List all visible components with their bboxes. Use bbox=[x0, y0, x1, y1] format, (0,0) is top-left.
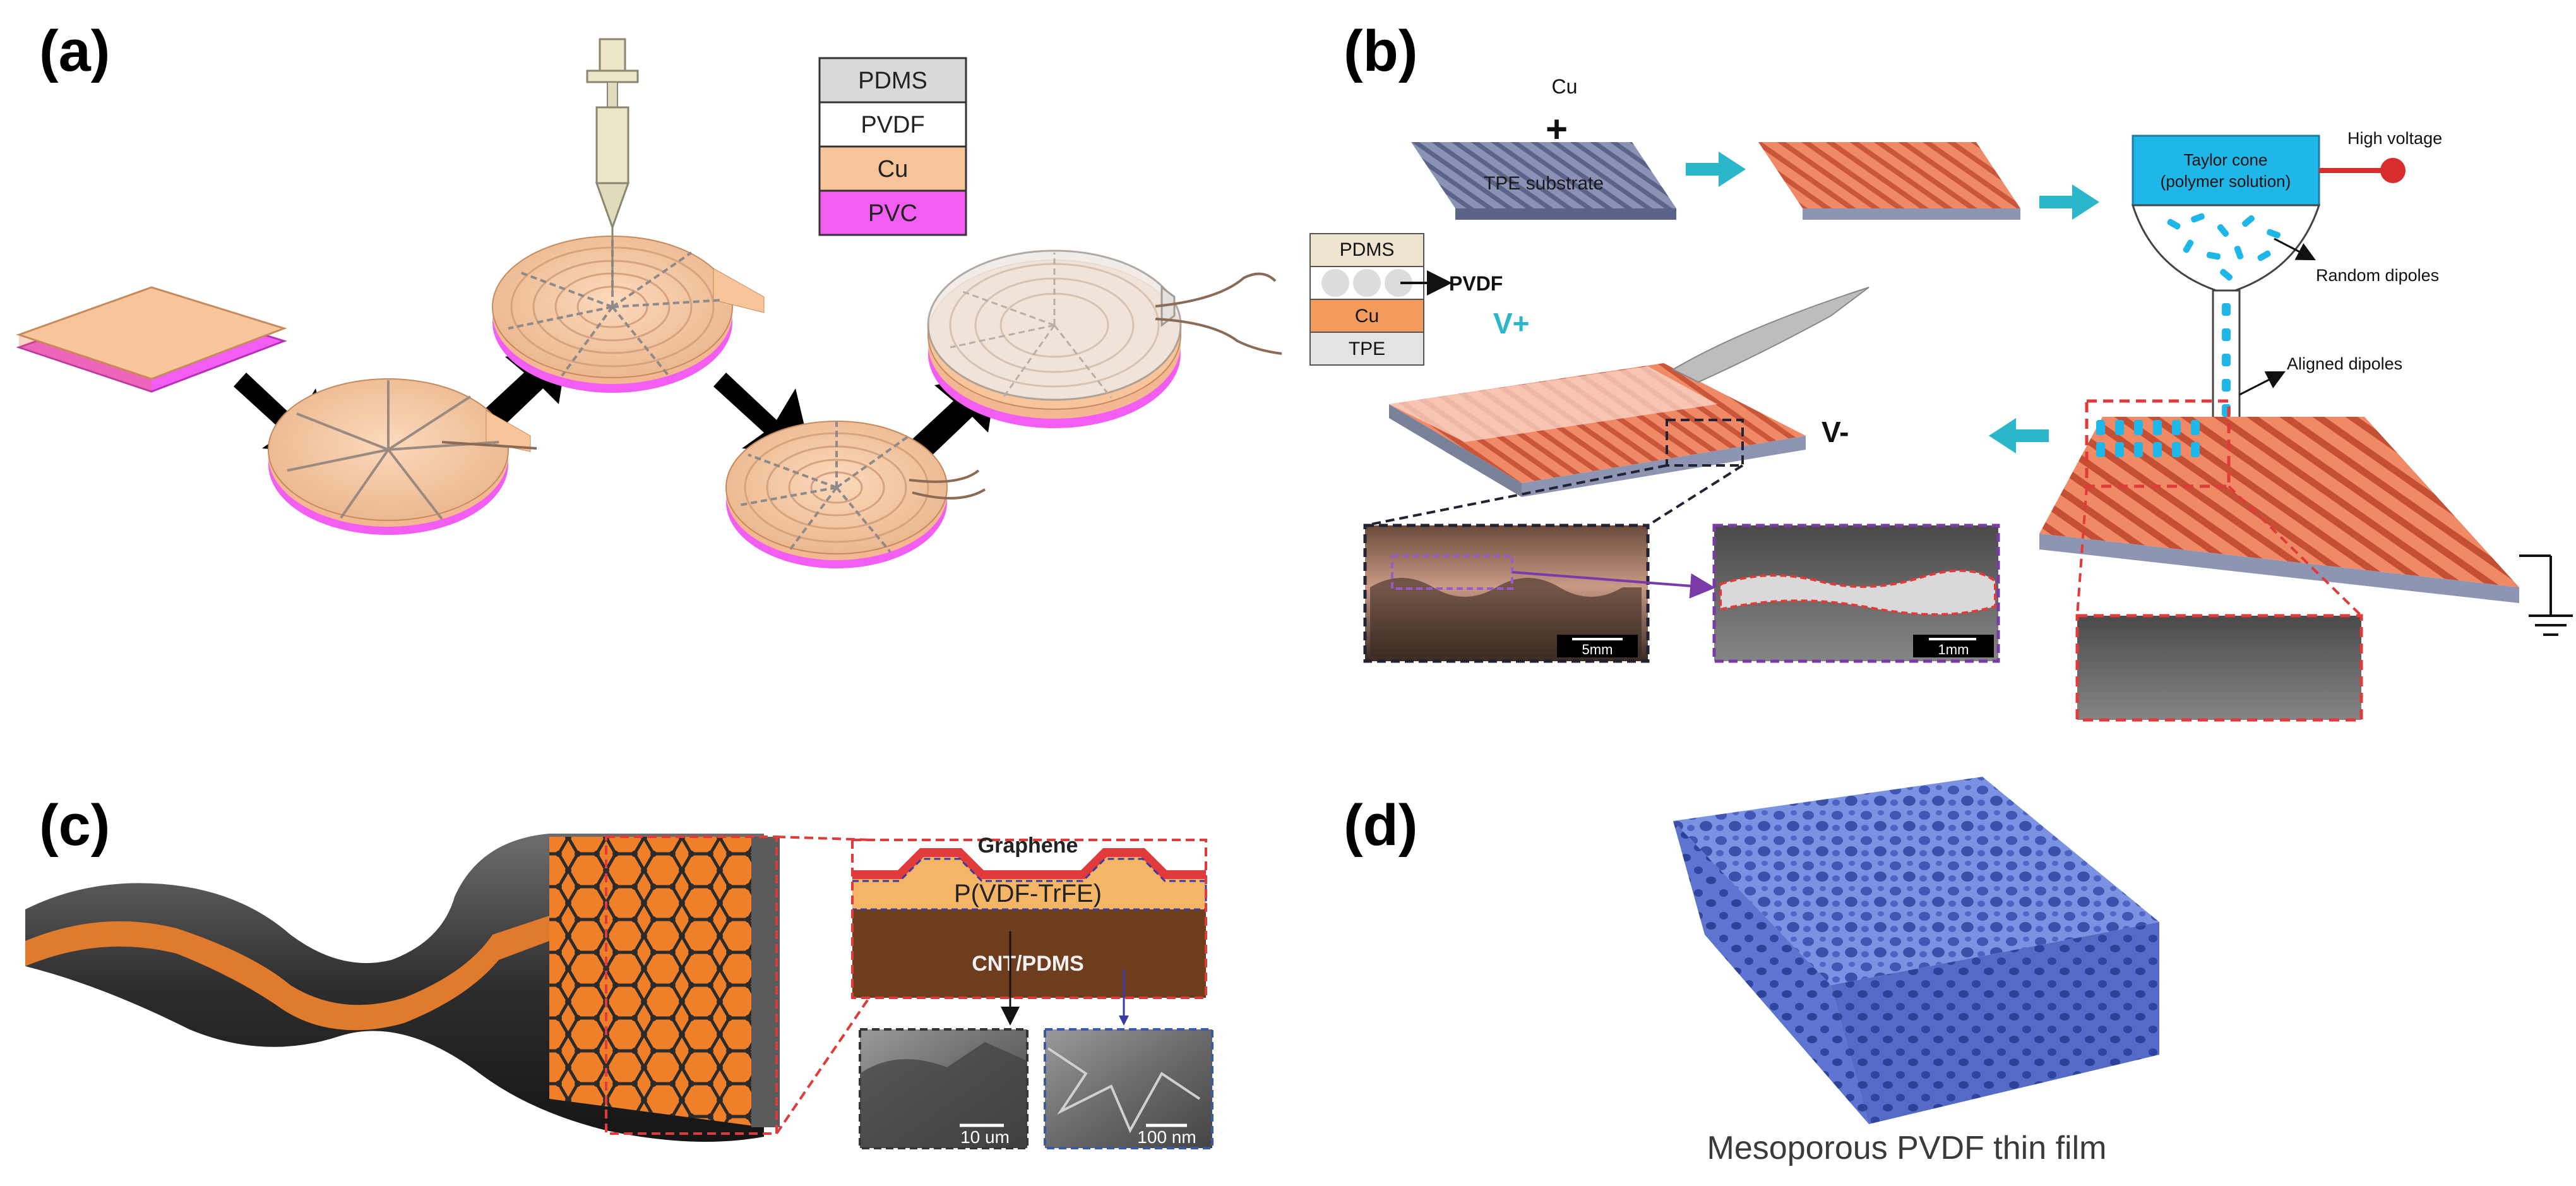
sem-inset-fibers bbox=[2075, 614, 2363, 722]
legend-cu: Cu bbox=[878, 156, 909, 183]
device-layer-stack: PDMS Cu TPE PVDF bbox=[1309, 233, 1503, 366]
panel-c-label: (c) bbox=[39, 793, 110, 858]
mesoporous-caption: Mesoporous PVDF thin film bbox=[1707, 1130, 2107, 1166]
panel-a-label: (a) bbox=[39, 19, 110, 83]
tpe-substrate-label: TPE substrate bbox=[1484, 173, 1604, 194]
panel-a: (a) PDMS PVDF Cu PVC bbox=[16, 19, 1282, 568]
polymer-solution-label: (polymer solution) bbox=[2161, 172, 2291, 191]
scale-1mm: 1mm bbox=[1938, 642, 1969, 657]
tpe-substrate: TPE substrate bbox=[1411, 142, 1676, 220]
stack-tpe: TPE bbox=[1349, 338, 1385, 359]
panel-c: (c) Graphene P(VDF-TrFE) CNT/PDMS bbox=[25, 793, 1213, 1149]
cross-section-diagram: Graphene P(VDF-TrFE) CNT/PDMS bbox=[851, 834, 1207, 1026]
flow-arrows bbox=[1686, 152, 2099, 453]
stack-pvdf-label: PVDF bbox=[1449, 272, 1503, 295]
syringe-icon bbox=[586, 38, 639, 291]
panel-b-label: (b) bbox=[1344, 19, 1417, 83]
aligned-dipoles-label: Aligned dipoles bbox=[2287, 354, 2402, 373]
stack-pdms: PDMS bbox=[1340, 239, 1395, 260]
scale-100nm: 100 nm bbox=[1137, 1127, 1196, 1147]
graphene-label: Graphene bbox=[978, 834, 1078, 858]
legend-pvdf: PVDF bbox=[861, 112, 924, 138]
grooved-collector bbox=[2039, 399, 2573, 722]
sem-insets-c: 10 um 100 nm bbox=[859, 1028, 1213, 1149]
flexible-sensor-illustration bbox=[25, 834, 873, 1142]
pvdf-trfe-label: P(VDF-TrFE) bbox=[954, 880, 1102, 907]
random-dipoles-label: Random dipoles bbox=[2316, 266, 2439, 285]
mesoporous-film-block bbox=[1673, 777, 2159, 1124]
taylor-cone-label: Taylor cone bbox=[2184, 150, 2268, 169]
high-voltage-electrode: High voltage bbox=[2319, 129, 2442, 183]
final-device: V+ V- bbox=[1389, 287, 1869, 497]
stack-cu: Cu bbox=[1355, 306, 1379, 326]
material-legend: PDMS PVDF Cu PVC bbox=[818, 57, 967, 236]
legend-pdms: PDMS bbox=[858, 68, 927, 94]
v-plus-label: V+ bbox=[1493, 307, 1530, 340]
high-voltage-label: High voltage bbox=[2347, 129, 2442, 148]
stacked-sheets bbox=[16, 286, 287, 393]
cu-label: Cu bbox=[1552, 75, 1578, 98]
taylor-cone: Taylor cone (polymer solution) bbox=[2131, 135, 2321, 446]
panel-b: (b) Cu + TPE substrate Taylor cone (poly… bbox=[1309, 19, 2573, 722]
scale-10um: 10 um bbox=[960, 1127, 1010, 1147]
panel-d-label: (d) bbox=[1344, 793, 1417, 858]
panel-d: (d) Mesoporous PVDF thin film bbox=[1344, 777, 2159, 1166]
ground-symbol-icon bbox=[2519, 554, 2573, 636]
photo-insets: 5mm 1mm bbox=[1363, 464, 2000, 663]
cut-disk bbox=[268, 378, 537, 535]
cu-coated-substrate bbox=[1758, 142, 2020, 220]
patterned-disk bbox=[725, 421, 986, 568]
scale-5mm: 5mm bbox=[1582, 642, 1613, 657]
v-minus-label: V- bbox=[1822, 416, 1849, 448]
electrospun-disk bbox=[492, 38, 765, 393]
legend-pvc: PVC bbox=[868, 200, 917, 227]
cnt-pdms-label: CNT/PDMS bbox=[972, 952, 1084, 976]
dipole-annotations: Random dipoles Aligned dipoles bbox=[2239, 237, 2439, 396]
encapsulated-device bbox=[927, 249, 1282, 428]
